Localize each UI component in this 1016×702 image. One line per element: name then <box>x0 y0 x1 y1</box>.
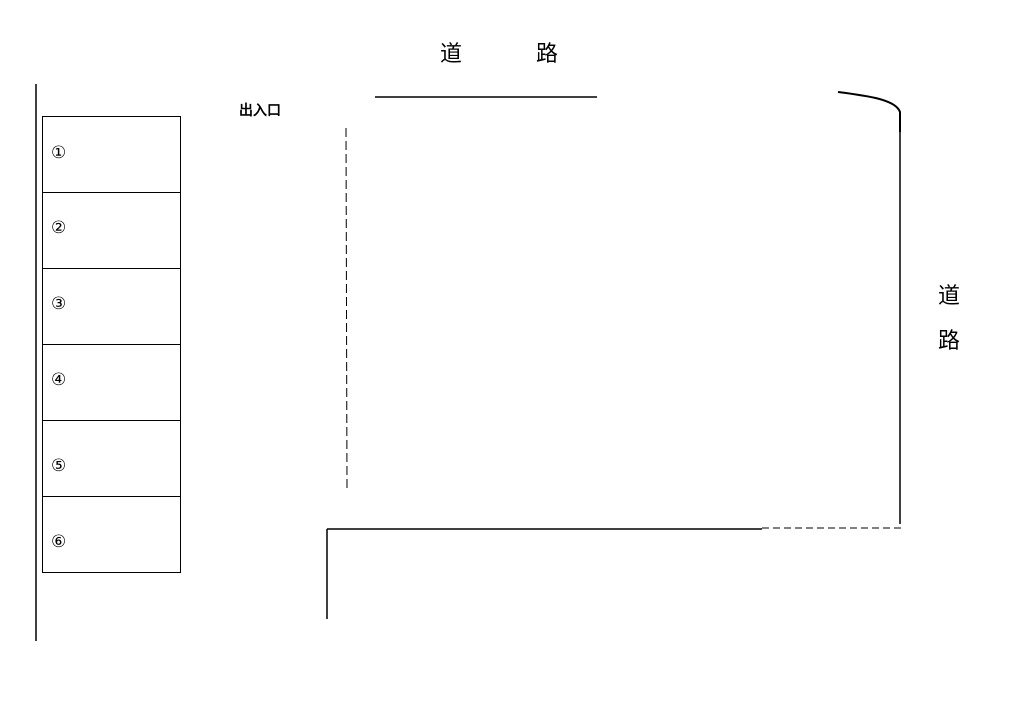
entrance-label: 出入口 <box>239 103 281 119</box>
parking-slot-2: ② <box>42 192 181 269</box>
road-label-right-line1: 道 <box>937 284 960 309</box>
parking-slot-3: ③ <box>42 268 181 345</box>
slot-number: ④ <box>51 370 67 390</box>
parking-slot-1: ① <box>42 116 181 193</box>
parking-slot-4: ④ <box>42 344 181 421</box>
slot-number: ⑤ <box>51 456 67 476</box>
entrance-dashed-line <box>345 127 348 491</box>
slot-number: ③ <box>51 294 67 314</box>
road-label-right-line2: 路 <box>937 329 960 354</box>
slot-number: ⑥ <box>51 532 67 552</box>
parking-slot-6: ⑥ <box>42 496 181 573</box>
road-label-top: 道 路 <box>440 42 585 67</box>
slot-number: ② <box>51 218 67 238</box>
road-label-right: 道 路 <box>936 274 962 364</box>
slot-number: ① <box>51 143 67 163</box>
corner-curve-line <box>837 91 901 132</box>
parking-slot-5: ⑤ <box>42 420 181 497</box>
